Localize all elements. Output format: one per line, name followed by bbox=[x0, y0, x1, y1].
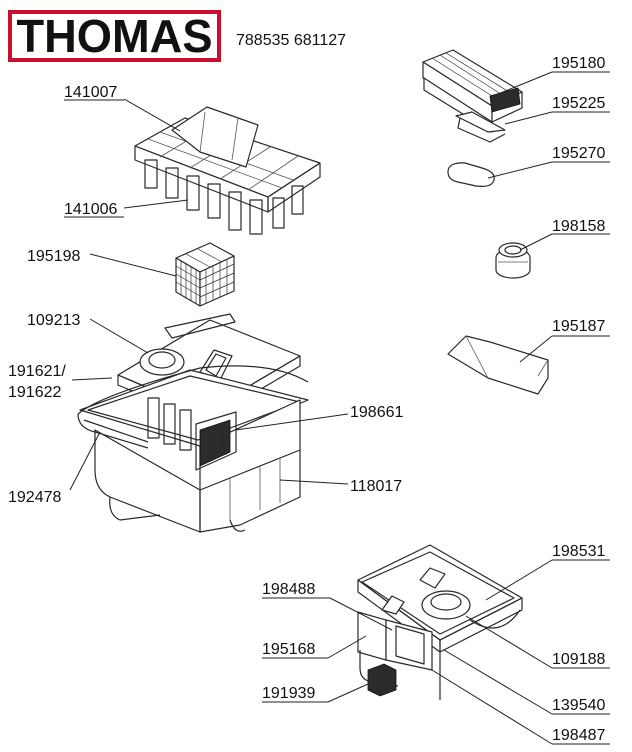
part-label-141006: 141006 bbox=[64, 201, 117, 218]
mesh-filter-cube bbox=[175, 242, 235, 307]
part-label-198487: 198487 bbox=[552, 727, 605, 744]
part-label-139540: 139540 bbox=[552, 697, 605, 714]
carry-handle bbox=[77, 365, 309, 449]
filter-basket-cage bbox=[134, 106, 321, 235]
part-label-195168: 195168 bbox=[262, 641, 315, 658]
connector-nozzle bbox=[495, 242, 531, 279]
aqua-filter-unit bbox=[357, 544, 523, 700]
part-label-198661: 198661 bbox=[350, 404, 403, 421]
part-label-191622: 191622 bbox=[8, 384, 61, 401]
flat-flap bbox=[447, 335, 549, 395]
part-label-191939: 191939 bbox=[262, 685, 315, 702]
part-label-195187: 195187 bbox=[552, 318, 605, 335]
part-label-192478: 192478 bbox=[8, 489, 61, 506]
part-label-118017: 118017 bbox=[350, 478, 402, 495]
part-label-198488: 198488 bbox=[262, 581, 315, 598]
tank-body bbox=[79, 369, 309, 533]
part-label-195270: 195270 bbox=[552, 145, 605, 162]
part-label-109213: 109213 bbox=[27, 312, 80, 329]
part-label-195225: 195225 bbox=[552, 95, 605, 112]
logo-wordmark: THOMAS bbox=[17, 10, 213, 62]
part-label-195198: 195198 bbox=[27, 248, 80, 265]
part-label-198531: 198531 bbox=[552, 543, 605, 560]
oval-filter-pad bbox=[447, 162, 495, 187]
hepa-cartridge bbox=[422, 49, 523, 143]
thomas-logo: THOMAS bbox=[8, 10, 221, 62]
part-label-198158: 198158 bbox=[552, 218, 605, 235]
model-numbers: 788535 681127 bbox=[236, 32, 346, 49]
part-label-109188: 109188 bbox=[552, 651, 605, 668]
part-label-191621: 191621/ bbox=[8, 363, 66, 380]
part-label-195180: 195180 bbox=[552, 55, 605, 72]
part-label-141007: 141007 bbox=[64, 84, 117, 101]
